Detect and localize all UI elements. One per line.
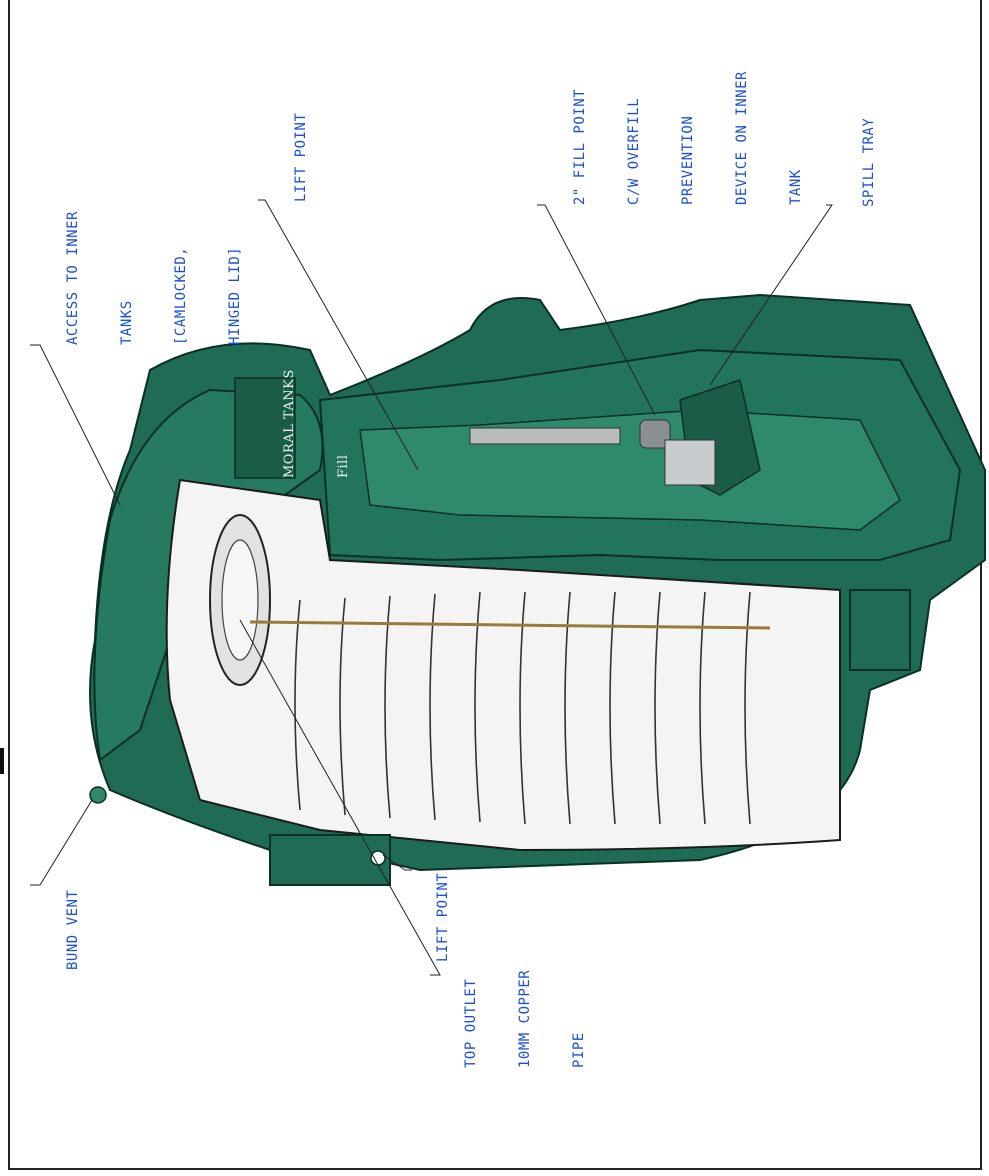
- lift-lug-right: [849, 589, 911, 671]
- callout-line: LIFT POINT: [293, 112, 309, 202]
- callout-line: 10MM COPPER: [517, 969, 533, 1068]
- brand-line-1: MORAL TANKS: [282, 369, 297, 478]
- brand-plate: [234, 377, 296, 479]
- callout-line: ACCESS TO INNER: [65, 211, 81, 345]
- leader-lift-bottom: [382, 854, 412, 871]
- inner-tank-cutaway: [165, 478, 841, 852]
- drawing-frame: [8, 0, 982, 1170]
- callout-line: LIFT POINT: [435, 872, 451, 962]
- lift-hole-bottom: [370, 850, 386, 866]
- inner-tank-manhole-inner: [221, 539, 259, 661]
- leader-fill: [537, 204, 656, 416]
- callout-line: SPILL TRAY: [861, 117, 877, 207]
- leader-outlet: [239, 619, 441, 976]
- leader-lift-top: [258, 199, 419, 471]
- callout-lift-point-bottom: LIFT POINT: [398, 873, 488, 962]
- callout-line: HINGED LID]: [227, 246, 243, 345]
- callout-line: TOP OUTLET: [463, 978, 479, 1068]
- callout-line: BUND VENT: [65, 889, 81, 970]
- callout-top-outlet: TOP OUTLET 10MM COPPER PIPE: [426, 970, 624, 1068]
- callout-bund-vent: BUND VENT: [28, 890, 118, 970]
- leader-spill: [709, 204, 833, 386]
- callout-line: PREVENTION: [680, 115, 696, 205]
- brand-label: MORAL TANKS Fill: [245, 369, 389, 478]
- brand-line-2: Fill: [336, 454, 351, 479]
- callout-line: PIPE: [571, 1032, 587, 1068]
- leader-lines: [30, 199, 833, 976]
- fill-bracket: [664, 439, 716, 486]
- callout-access-inner-tanks: ACCESS TO INNER TANKS [CAMLOCKED, HINGED…: [28, 211, 280, 345]
- callout-line: TANKS: [119, 300, 135, 345]
- overfill-valve: [639, 419, 671, 449]
- bund-vent: [89, 786, 107, 804]
- callout-fill-point: 2" FILL POINT C/W OVERFILL PREVENTION DE…: [535, 71, 841, 205]
- fill-pipe: [469, 427, 621, 445]
- leader-bund: [30, 799, 93, 886]
- callout-line: DEVICE ON INNER: [734, 71, 750, 205]
- compartment-floor: [359, 409, 901, 531]
- callout-line: C/W OVERFILL: [626, 97, 642, 205]
- lift-lug-bottom: [269, 834, 391, 886]
- leader-access: [30, 344, 121, 506]
- margin-tick-mark: [0, 748, 4, 774]
- inner-tank-ribs: [294, 591, 751, 825]
- callout-line: [CAMLOCKED,: [173, 246, 189, 345]
- callout-line: 2" FILL POINT: [572, 88, 588, 205]
- callout-lift-point-top: LIFT POINT: [256, 113, 346, 202]
- callout-line: TANK: [788, 169, 804, 205]
- copper-pipe: [249, 620, 771, 630]
- callout-spill-tray: SPILL TRAY: [824, 118, 914, 207]
